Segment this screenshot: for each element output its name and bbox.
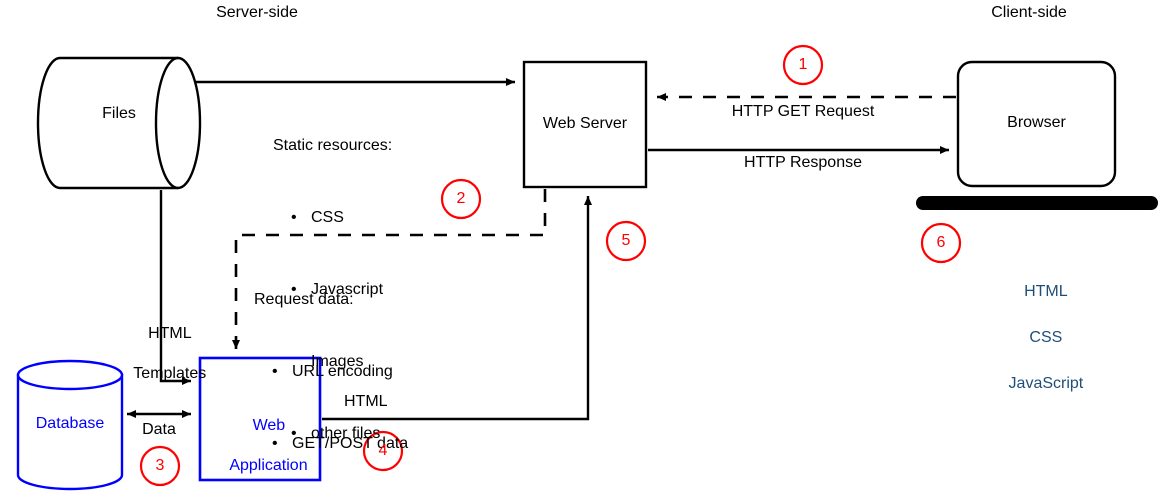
server-side-title: Server-side — [216, 4, 298, 21]
step-marker-5-circle — [605, 220, 647, 262]
web-application-box-shape — [198, 356, 322, 482]
html-templates-line1: HTML — [148, 325, 192, 342]
static-resources-item-2: Images — [311, 353, 364, 370]
step-marker-2: 2 — [456, 190, 466, 207]
static-resources-header: Static resources: — [273, 137, 393, 154]
step-marker-3-circle — [139, 445, 181, 487]
client-side-title: Client-side — [991, 4, 1067, 21]
step-marker-1-circle — [782, 44, 824, 86]
database-cylinder-shape — [16, 359, 124, 491]
request-data-item-0: •URL encoding — [272, 363, 393, 380]
step-marker-4-circle — [362, 430, 404, 472]
web-server-box-shape — [522, 60, 648, 189]
edge-html-templates — [159, 190, 191, 385]
static-resources-item-0: •CSS — [291, 209, 344, 226]
client-tech-html: HTML — [1024, 283, 1068, 300]
step-marker-1: 1 — [798, 56, 808, 73]
step-marker-3: 3 — [155, 457, 165, 474]
client-tech-css: CSS — [1029, 329, 1063, 346]
browser-box-shape — [956, 60, 1117, 188]
files-cylinder-shape — [36, 56, 202, 190]
edge-html-response — [322, 196, 592, 421]
edge-request-data — [232, 189, 547, 349]
data-label: Data — [142, 421, 176, 438]
browser-label: Browser — [1007, 114, 1066, 131]
static-resources-item-1: •Javascript — [291, 281, 384, 298]
step-marker-2-circle — [440, 178, 482, 220]
html-templates-line2: Templates — [133, 365, 207, 382]
http-get-request-label: HTTP GET Request — [731, 103, 875, 120]
http-response-label: HTTP Response — [744, 154, 862, 171]
request-data-item-1: •GET/POST data — [272, 435, 409, 452]
client-tech-stack: HTML CSS JavaScript — [991, 257, 1084, 418]
step-marker-4: 4 — [378, 442, 388, 459]
laptop-base-bar — [916, 196, 1158, 210]
files-label: Files — [102, 105, 136, 122]
step-marker-5: 5 — [621, 232, 631, 249]
request-data-annotation: Request data: •URL encoding •GET/POST da… — [254, 240, 408, 501]
web-application-label-line2: Application — [229, 457, 308, 474]
client-tech-javascript: JavaScript — [1008, 375, 1084, 392]
static-resources-annotation: Static resources: •CSS •Javascript Image… — [273, 86, 392, 494]
html-edge-label: HTML — [344, 393, 388, 410]
web-application-label-line1: Web — [252, 417, 286, 434]
step-marker-6-circle — [920, 222, 962, 264]
static-resources-item-3: •other files — [291, 425, 381, 442]
request-data-header: Request data: — [254, 291, 354, 308]
html-templates-label: HTML Templates — [116, 304, 206, 404]
step-marker-6: 6 — [936, 234, 946, 251]
web-server-label: Web Server — [542, 115, 628, 132]
database-label: Database — [35, 415, 105, 432]
